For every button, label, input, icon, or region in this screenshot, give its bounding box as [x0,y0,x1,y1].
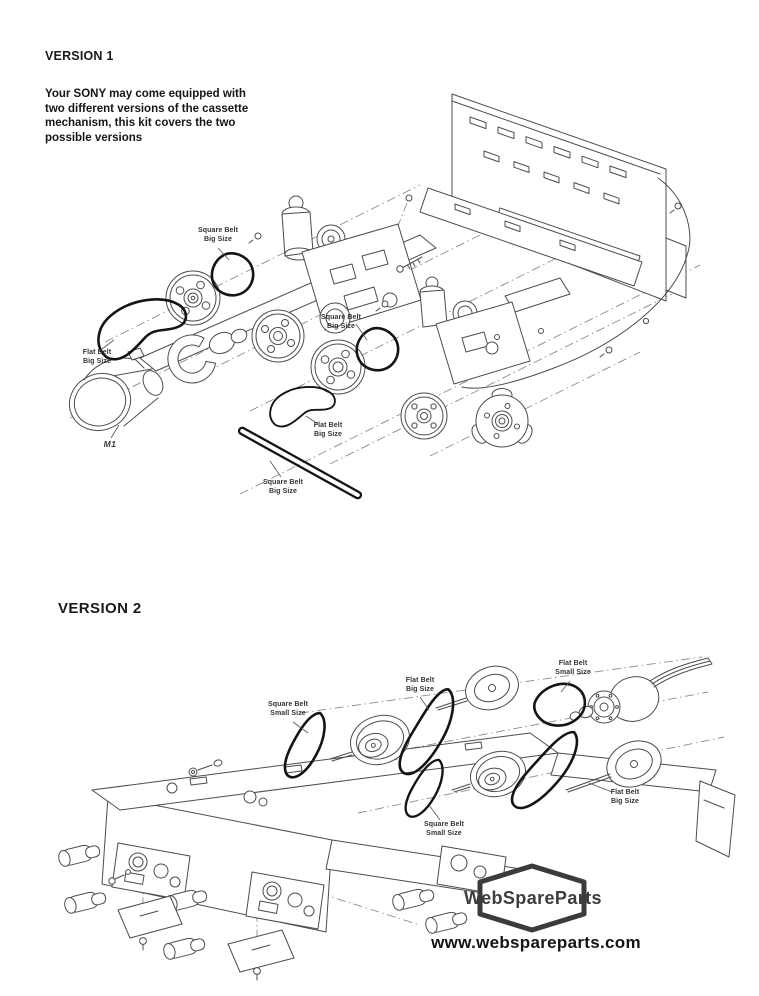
label-square-belt-small-left: Square Belt Small Size [268,701,308,718]
label-square-belt-big-mid: Square Belt Big Size [321,314,361,331]
square-belt-big-3 [237,426,363,500]
flat-belt-big-right [510,730,579,810]
label-square-belt-big-bottom: Square Belt Big Size [263,479,303,496]
cam-wheel [471,388,533,448]
pulley-right [565,740,662,793]
leader-lines-v2 [292,680,613,821]
leader-lines-v1 [101,247,368,478]
flat-belt-small [532,682,587,727]
label-flat-belt-small: Flat Belt Small Size [555,660,591,677]
drum-flywheel-1 [329,714,410,766]
label-square-belt-big-upper: Square Belt Big Size [198,227,238,244]
flat-belt-big-2 [269,386,336,428]
label-motor-m1: M1 [103,439,117,449]
label-flat-belt-big-right: Flat Belt Big Size [610,789,640,806]
pulley-top [435,665,519,711]
version1-exploded-diagram [68,93,701,500]
flywheel-b [251,309,305,363]
version2-heading: VERSION 2 [58,600,142,617]
screws [248,194,682,358]
flat-belt-big-left [398,687,455,776]
label-flat-belt-big-mid: Flat Belt Big Size [313,422,343,439]
pinch-rollers [58,844,468,960]
flat-belt-big-1 [97,298,188,361]
label-square-belt-small-bottom: Square Belt Small Size [424,821,464,838]
brand-logo-text: WebSpareParts [464,888,602,908]
version1-heading: VERSION 1 [45,49,114,63]
brand-hexagon-icon [477,863,587,933]
label-flat-belt-big-left: Flat Belt Big Size [82,349,112,366]
square-belt-small-1 [283,711,326,779]
flywheel-a [165,270,221,326]
version2-exploded-diagram [58,656,736,981]
belt-clamp [167,328,248,384]
intro-note: Your SONY may come equipped with two dif… [45,88,249,144]
drum-flywheel-2 [451,750,526,798]
website-url: www.webspareparts.com [431,933,641,952]
square-belt-big-2 [355,326,400,372]
label-flat-belt-big-left-v2: Flat Belt Big Size [405,677,435,694]
pulley-d [400,392,448,440]
square-belt-small-2 [404,758,444,818]
